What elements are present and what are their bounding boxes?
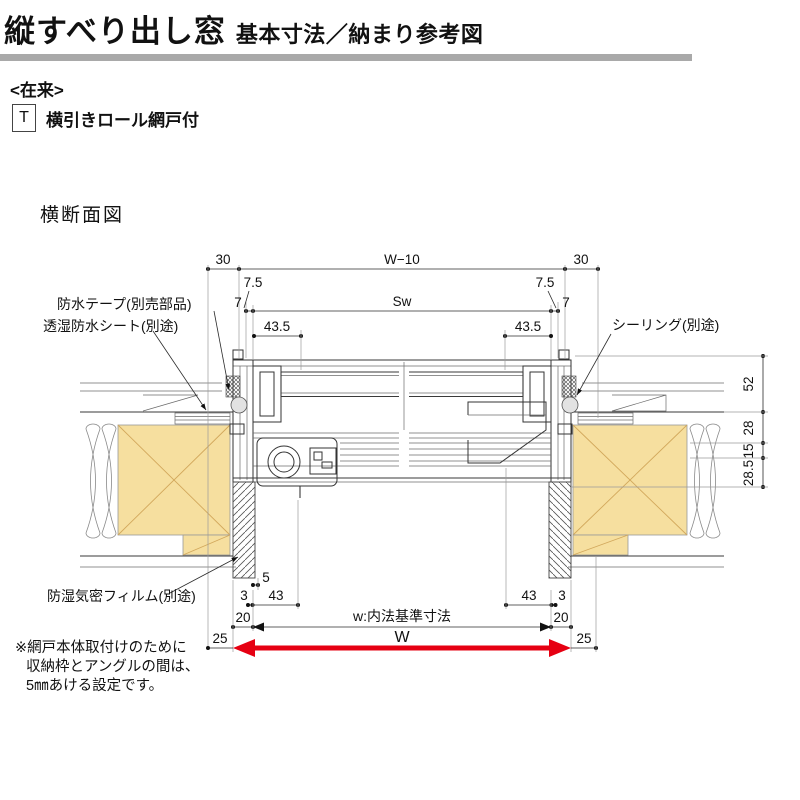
dim-depth-28: 28 — [741, 420, 756, 435]
dim-right-3: 3 — [558, 588, 566, 603]
dim-top-w10: W−10 — [384, 252, 420, 267]
waterproof-tape-right — [561, 375, 577, 398]
window-frame — [225, 349, 579, 579]
dim-left-43-5: 43.5 — [264, 319, 290, 334]
dim-sw: Sw — [393, 294, 412, 309]
dim-depth-15: 15 — [741, 443, 756, 458]
label-moisture-sheet: 透湿防水シート(別途) — [43, 318, 178, 334]
operator-bracket — [467, 401, 547, 464]
page-title-sub: 基本寸法／納まり参考図 — [235, 22, 484, 47]
leader-labels: 防水テープ(別売部品) 透湿防水シート(別途) シーリング(別途) 防湿気密フィ… — [43, 296, 719, 604]
footnote-line3: 5㎜あける設定です。 — [26, 677, 163, 694]
screen-storage-frame-left — [232, 481, 256, 579]
sealing-bead-left — [230, 396, 248, 414]
screen-storage-frame-right — [548, 481, 572, 579]
dim-left-3: 3 — [240, 588, 248, 603]
footnote-line2: 収納枠とアングルの間は、 — [26, 658, 199, 675]
construction-type-label: <在来> — [10, 81, 64, 100]
w-dimension-arrow — [233, 639, 571, 657]
dim-left-7-5: 7.5 — [244, 275, 263, 290]
footnote-line1: ※網戸本体取付けのために — [15, 639, 187, 656]
label-waterproof-tape: 防水テープ(別売部品) — [57, 296, 191, 312]
dim-gap-5: 5 — [262, 570, 270, 585]
dim-depth-52: 52 — [741, 376, 756, 391]
dim-w-label: W — [394, 629, 410, 646]
label-sealing: シーリング(別途) — [612, 317, 719, 333]
dim-left-43: 43 — [268, 588, 283, 603]
glass-unit — [280, 362, 524, 430]
insulation-left — [85, 423, 117, 539]
dim-right-43-5: 43.5 — [515, 319, 541, 334]
title-underline-bar — [0, 54, 692, 61]
dim-right-7-5: 7.5 — [536, 275, 555, 290]
insulation-right — [689, 423, 721, 539]
product-type-row: T 横引きロール網戸付 — [12, 104, 199, 132]
roll-screen-roller — [267, 445, 301, 479]
dim-w-inner-label: w:内法基準寸法 — [352, 608, 451, 624]
footnote: ※網戸本体取付けのために 収納枠とアングルの間は、 5㎜あける設定です。 — [15, 639, 199, 694]
roll-screen-housing — [256, 437, 338, 498]
dim-right-20: 20 — [553, 610, 568, 625]
dim-right-7: 7 — [562, 295, 570, 310]
page-title-main: 縦すべり出し窓 — [4, 14, 226, 49]
dim-left-20: 20 — [235, 610, 250, 625]
section-title: 横断面図 — [40, 205, 125, 226]
fastener-right — [557, 423, 573, 435]
fastener-left — [229, 423, 245, 435]
sealing-bead-right — [561, 396, 579, 414]
wall-left — [80, 382, 236, 568]
page-title: 縦すべり出し窓 基本寸法／納まり参考図 — [4, 6, 483, 51]
dim-left-25: 25 — [212, 631, 227, 646]
dimension-lines — [206, 265, 768, 657]
label-vapor-film: 防湿気密フィルム(別途) — [47, 588, 196, 604]
dim-right-43: 43 — [521, 588, 536, 603]
dim-depth-28-5: 28.5 — [741, 460, 756, 486]
dimension-texts: 30 W−10 30 7.5 7.5 7 7 Sw 43.5 43.5 52 2… — [212, 252, 756, 646]
type-description: 横引きロール網戸付 — [46, 110, 199, 130]
dim-right-25: 25 — [576, 631, 591, 646]
type-code-box: T — [12, 104, 36, 132]
dim-left-7: 7 — [234, 295, 242, 310]
dim-top-right-30: 30 — [573, 252, 588, 267]
dim-top-left-30: 30 — [215, 252, 230, 267]
wall-right — [568, 382, 724, 568]
